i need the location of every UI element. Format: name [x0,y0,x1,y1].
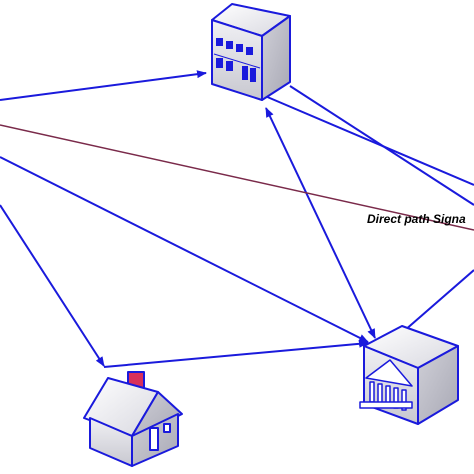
house-icon [83,371,183,467]
office-building-icon [211,3,291,101]
path-house-to-bank [103,339,369,368]
direct-path-line [0,124,474,231]
signal-paths [0,70,474,368]
path-office-bank-two-way [265,107,376,339]
direct-path-label: Direct path Signa [367,212,466,226]
path-office-to-right-upper [264,95,474,186]
path-left-to-house [0,204,105,367]
bank-building-icon [359,325,459,425]
path-right-to-bank [403,269,474,332]
path-left-to-office [0,70,207,101]
path-left-to-bank [0,156,369,343]
